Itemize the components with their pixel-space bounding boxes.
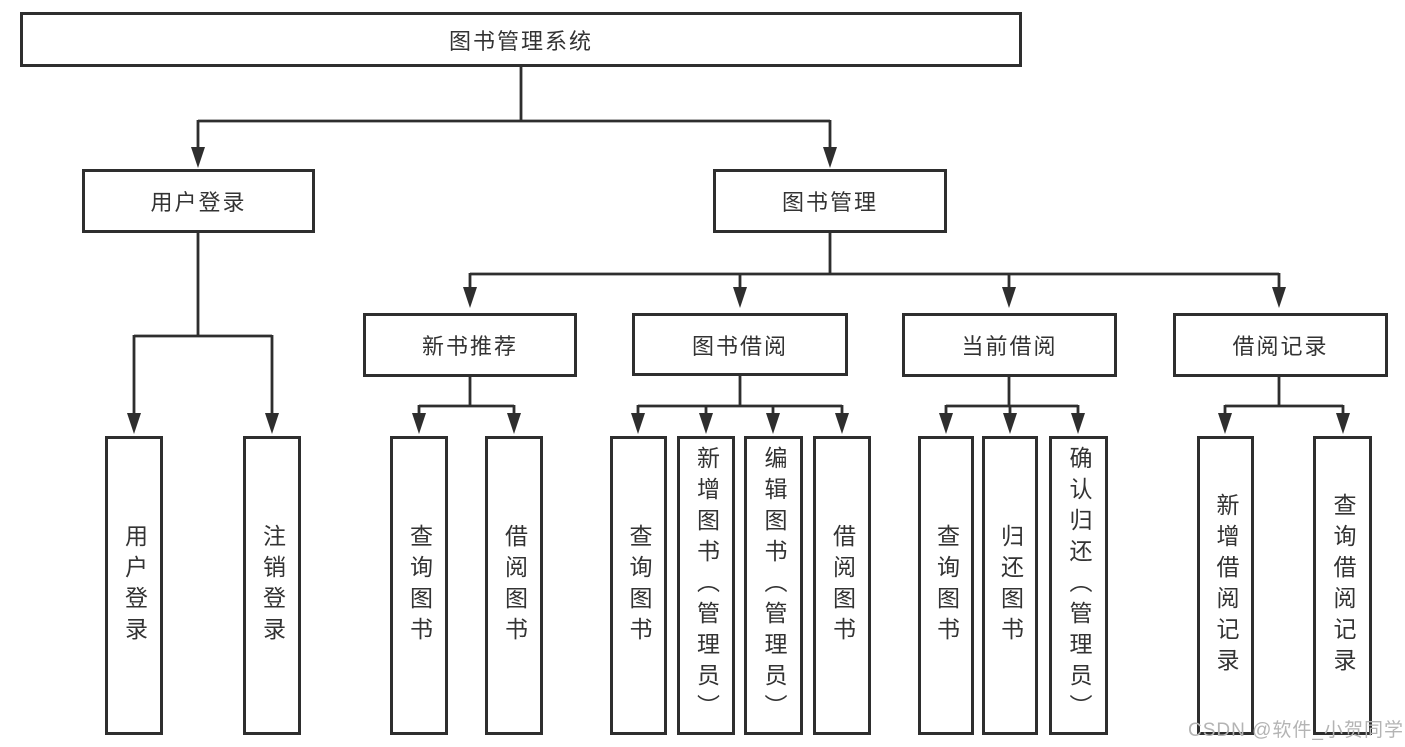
- leaf-confirm-return-admin-label: 确认归还（管理员）: [1066, 446, 1092, 725]
- leaf-query-book-current: 查询图书: [918, 436, 974, 735]
- watermark: CSDN @软件_小贺同学: [1188, 720, 1404, 741]
- node-library-system-label: 图书管理系统: [448, 28, 593, 54]
- node-book-borrow: 图书借阅: [632, 313, 848, 376]
- leaf-add-book-admin: 新增图书（管理员）: [677, 436, 735, 735]
- leaf-add-book-admin-label: 新增图书（管理员）: [693, 446, 720, 725]
- leaf-return-book-label: 归还图书: [997, 523, 1024, 648]
- leaf-user-login-label: 用户登录: [121, 523, 148, 648]
- leaf-borrow-book: 借阅图书: [813, 436, 871, 735]
- leaf-user-login: 用户登录: [105, 436, 163, 735]
- node-current-borrow: 当前借阅: [902, 313, 1117, 377]
- leaf-query-borrow-record-label: 查询借阅记录: [1330, 492, 1356, 679]
- leaf-add-borrow-record-label: 新增借阅记录: [1213, 492, 1239, 679]
- node-borrow-record: 借阅记录: [1173, 313, 1388, 377]
- leaf-query-book-recommend: 查询图书: [390, 436, 448, 735]
- leaf-borrow-book-label: 借阅图书: [829, 523, 856, 648]
- leaf-edit-book-admin-label: 编辑图书（管理员）: [761, 446, 787, 725]
- leaf-query-book-borrow: 查询图书: [610, 436, 667, 735]
- node-library-system: 图书管理系统: [20, 12, 1022, 67]
- node-current-borrow-label: 当前借阅: [961, 334, 1058, 359]
- leaf-query-book-borrow-label: 查询图书: [626, 523, 652, 648]
- leaf-add-borrow-record: 新增借阅记录: [1197, 436, 1254, 735]
- leaf-logout: 注销登录: [243, 436, 301, 735]
- leaf-query-borrow-record: 查询借阅记录: [1313, 436, 1372, 735]
- leaf-logout-label: 注销登录: [259, 523, 286, 648]
- leaf-borrow-book-recommend: 借阅图书: [485, 436, 543, 735]
- leaf-return-book: 归还图书: [982, 436, 1038, 735]
- node-book-management: 图书管理: [713, 169, 947, 233]
- node-user-login-label: 用户登录: [150, 190, 247, 215]
- leaf-query-book-recommend-label: 查询图书: [406, 523, 433, 648]
- leaf-query-book-current-label: 查询图书: [933, 523, 960, 648]
- node-new-book-recommend-label: 新书推荐: [421, 334, 518, 359]
- node-borrow-record-label: 借阅记录: [1232, 334, 1329, 359]
- node-book-management-label: 图书管理: [781, 190, 878, 215]
- leaf-borrow-book-recommend-label: 借阅图书: [501, 523, 528, 648]
- node-book-borrow-label: 图书借阅: [691, 333, 788, 359]
- node-new-book-recommend: 新书推荐: [363, 313, 577, 377]
- node-user-login: 用户登录: [82, 169, 315, 233]
- leaf-confirm-return-admin: 确认归还（管理员）: [1049, 436, 1108, 735]
- leaf-edit-book-admin: 编辑图书（管理员）: [744, 436, 803, 735]
